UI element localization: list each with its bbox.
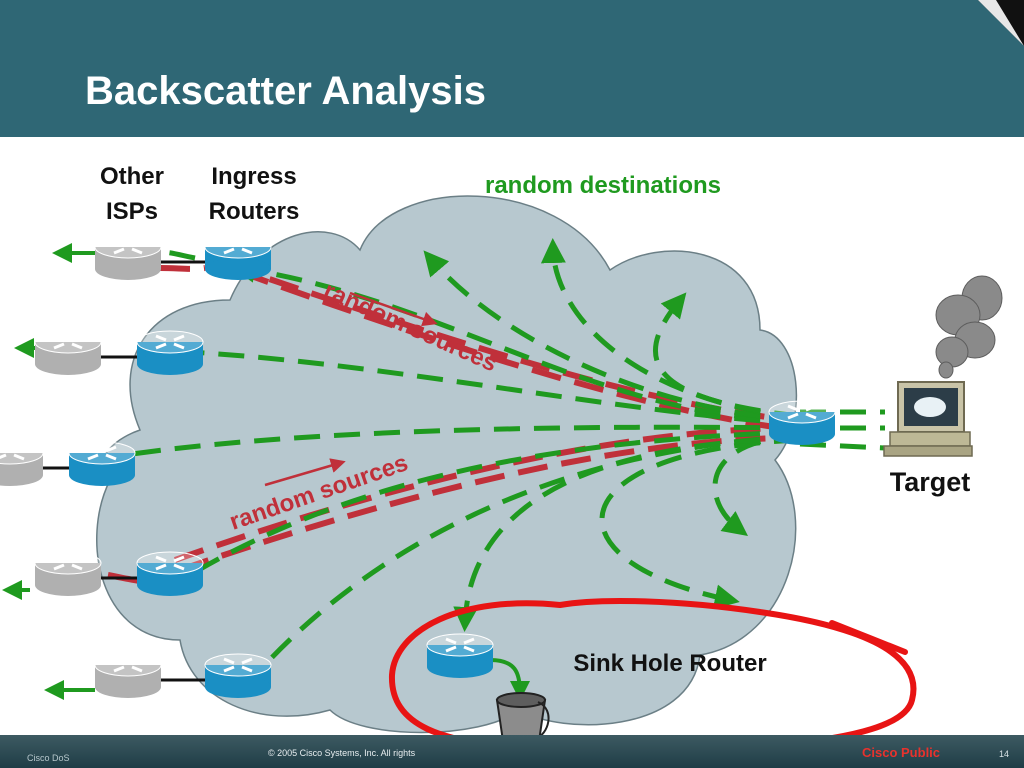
router-icon xyxy=(135,550,205,598)
footer-page-number: 14 xyxy=(999,749,1010,759)
target-label: Target xyxy=(890,467,971,497)
footer-bar xyxy=(0,735,1024,768)
sink-hole-circle xyxy=(388,597,917,735)
ingress-routers-label: Ingress xyxy=(211,163,296,190)
other-isps-label: ISPs xyxy=(106,198,158,225)
router-icon xyxy=(203,234,273,282)
slide-title: Backscatter Analysis xyxy=(85,69,486,113)
router-icon xyxy=(203,652,273,700)
bucket-icon xyxy=(495,692,550,735)
router-icon xyxy=(0,440,45,488)
router-icon xyxy=(425,632,495,680)
smoke-icon xyxy=(935,275,1003,379)
router-icon xyxy=(33,550,103,598)
router-icon xyxy=(767,399,837,447)
router-icon xyxy=(93,234,163,282)
router-icon xyxy=(93,652,163,700)
footer-classification: Cisco Public xyxy=(862,745,941,760)
target-computer-icon xyxy=(883,381,973,457)
ingress-routers-label: Routers xyxy=(209,198,300,225)
random-source-arrows xyxy=(264,291,438,487)
corner-fold-icon xyxy=(978,0,1024,46)
random-destinations-label: random destinations xyxy=(485,172,721,199)
exit-arrows xyxy=(2,243,530,701)
router-icon xyxy=(33,329,103,377)
footer-copyright: © 2005 Cisco Systems, Inc. All rights xyxy=(268,748,416,758)
router-links xyxy=(42,260,205,682)
sink-hole-router-label: Sink Hole Router xyxy=(573,650,766,677)
router-icon xyxy=(135,329,205,377)
router-icon xyxy=(67,440,137,488)
other-isps-label: Other xyxy=(100,163,164,190)
backscatter-paths xyxy=(124,238,886,672)
footer-deck-name: Cisco DoS xyxy=(27,753,70,763)
backscatter-diagram: Other ISPs Ingress Routers random destin… xyxy=(0,163,1003,735)
header-bar xyxy=(0,0,1024,137)
